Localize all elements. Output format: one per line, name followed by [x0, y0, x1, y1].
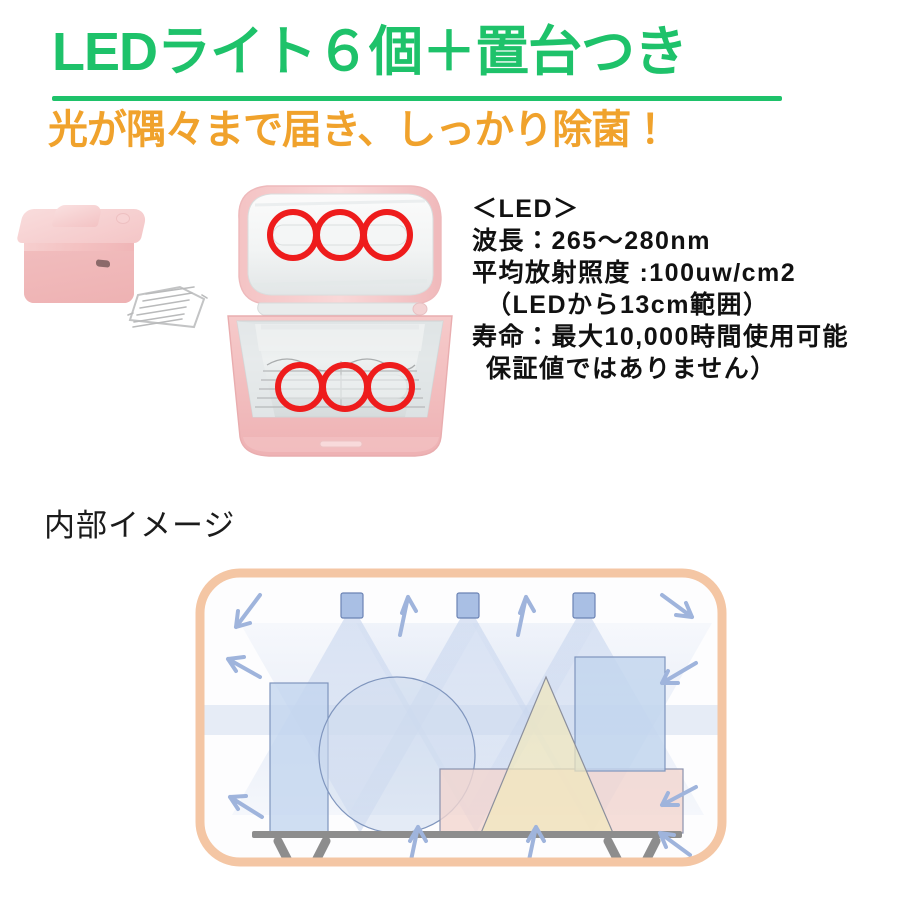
led-marker-base-1	[275, 362, 325, 412]
diagram-frame	[195, 568, 727, 867]
spec-heading: ＜LED＞	[472, 195, 580, 223]
wire-rack-accessory	[124, 265, 210, 337]
product-photo-area	[0, 175, 470, 485]
shelf-plate	[252, 831, 682, 838]
shelf-legs	[273, 836, 661, 862]
spec-range-note: （LEDから13cm範囲）	[486, 291, 770, 319]
reflection-arrows	[226, 593, 698, 862]
inner-image-caption: 内部イメージ	[44, 508, 236, 543]
closed-product-thumbnail	[12, 187, 217, 362]
led-marker-base-3	[365, 362, 415, 412]
led-marker-base-2	[320, 362, 370, 412]
product-handle	[51, 205, 103, 227]
led-spec-block: ＜LED＞ 波長：265〜280nm 平均放射照度 :100uw/cm2 （LE…	[472, 193, 892, 385]
spec-irradiance: 平均放射照度 :100uw/cm2	[472, 259, 797, 287]
led-marker-lid-1	[267, 209, 319, 261]
diagram-items	[269, 656, 684, 834]
spec-wavelength: 波長：265〜280nm	[472, 227, 711, 255]
product-front-slot	[96, 259, 110, 268]
inner-diagram	[192, 565, 730, 870]
product-power-button	[116, 213, 130, 224]
page-subtitle: 光が隅々まで届き、しっかり除菌！	[48, 108, 670, 152]
title-underline	[52, 96, 782, 101]
spec-warranty-note: 保証値ではありません）	[486, 355, 777, 383]
led-chips-top	[340, 592, 596, 619]
led-marker-lid-2	[314, 209, 366, 261]
led-marker-lid-3	[361, 209, 413, 261]
product-body-front	[24, 251, 134, 303]
spec-lifetime: 寿命：最大10,000時間使用可能	[472, 323, 849, 351]
page-title: LEDライト６個＋置台つき	[52, 22, 688, 82]
opened-product-photo	[215, 175, 465, 475]
